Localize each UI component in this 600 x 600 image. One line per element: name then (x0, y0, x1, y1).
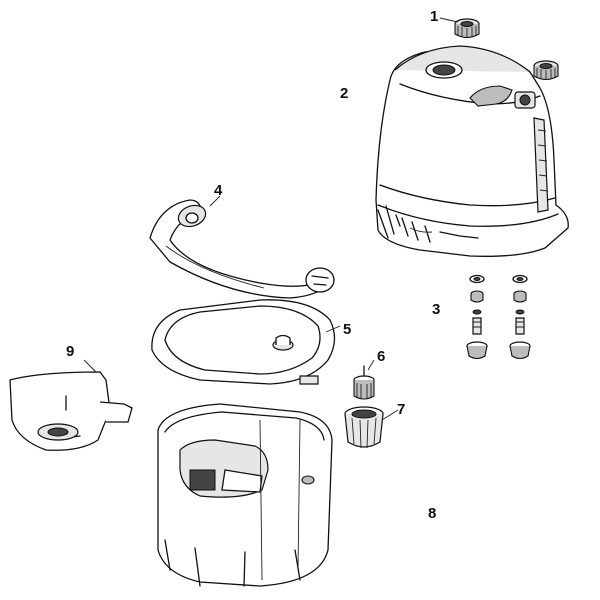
part-label-8: 8 (428, 505, 437, 522)
part-3-fittings (466, 274, 531, 360)
part-2-tank (375, 45, 569, 257)
fitting-column-right (509, 274, 531, 360)
part-7-filter (344, 406, 384, 449)
leader-lines (83, 17, 459, 421)
fitting-column-left (466, 274, 488, 360)
part-8-base (157, 403, 333, 587)
part-6-float (353, 365, 375, 400)
part-label-1: 1 (430, 8, 439, 25)
part-label-9: 9 (66, 343, 75, 360)
part-9-duct (9, 371, 133, 451)
part-5-lid (151, 299, 336, 385)
part-4-handle (149, 199, 335, 299)
part-1-caps (454, 18, 559, 81)
part-label-2: 2 (340, 85, 349, 102)
part-label-4: 4 (214, 182, 223, 199)
part-label-6: 6 (377, 348, 386, 365)
cap-right (533, 60, 559, 81)
part-label-7: 7 (397, 401, 406, 418)
part-label-5: 5 (343, 321, 352, 338)
cap-left (454, 18, 480, 39)
part-label-3: 3 (432, 301, 441, 318)
